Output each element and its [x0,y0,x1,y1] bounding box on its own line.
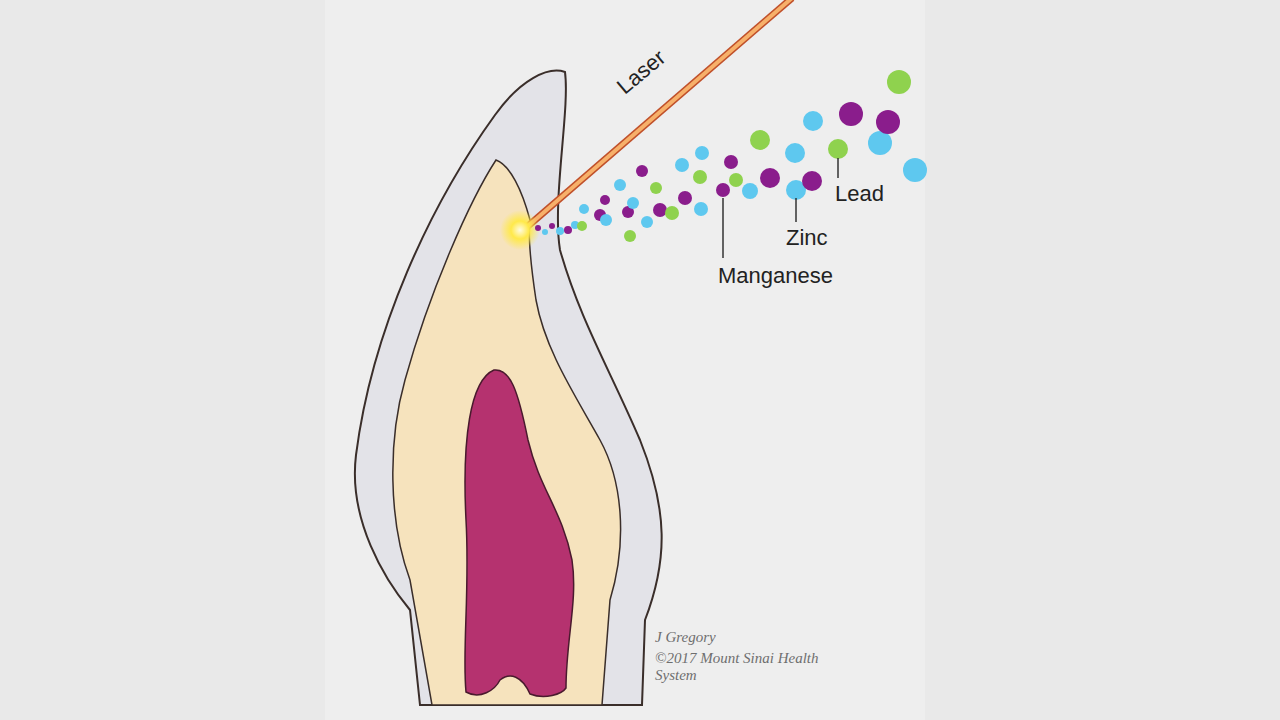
particle [641,216,653,228]
laser-beam [528,0,792,226]
particle-plume [535,70,927,242]
particle [868,131,892,155]
particle [577,221,587,231]
credit-text: J Gregory [655,629,716,646]
particle [903,158,927,182]
particle [828,139,848,159]
leader-line [722,198,724,258]
particle [556,227,564,235]
particle [695,146,709,160]
particle [564,226,572,234]
particle [624,230,636,242]
particle [678,191,692,205]
particle [724,155,738,169]
particle [600,214,612,226]
element-label: Manganese [718,263,833,288]
particle [750,130,770,150]
particle [876,110,900,134]
leader-line [795,198,797,222]
panel [325,0,925,720]
particle [693,170,707,184]
dentin [393,160,621,705]
enamel [355,71,662,705]
particle [665,206,679,220]
pulp [465,370,574,697]
particle [742,183,758,199]
particle [627,197,639,209]
particle [579,204,589,214]
particle [760,168,780,188]
particle [600,195,610,205]
particle [614,179,626,191]
particle [675,158,689,172]
particle [694,202,708,216]
particle [716,183,730,197]
particle [785,143,805,163]
particle [549,223,555,229]
particle [729,173,743,187]
leader-lines [723,158,838,258]
particle [535,225,541,231]
particle [839,102,863,126]
particle [636,165,648,177]
particle [650,182,662,194]
copyright-text: ©2017 Mount Sinai Health System [655,650,825,685]
particle [803,111,823,131]
ablation-spot [500,210,540,250]
particle [542,229,548,235]
particle [802,171,822,191]
laser-beam-core [528,0,792,226]
element-label: Lead [835,181,884,206]
element-label: Zinc [786,225,828,250]
particle [887,70,911,94]
leader-line [837,158,839,178]
particle [653,203,667,217]
